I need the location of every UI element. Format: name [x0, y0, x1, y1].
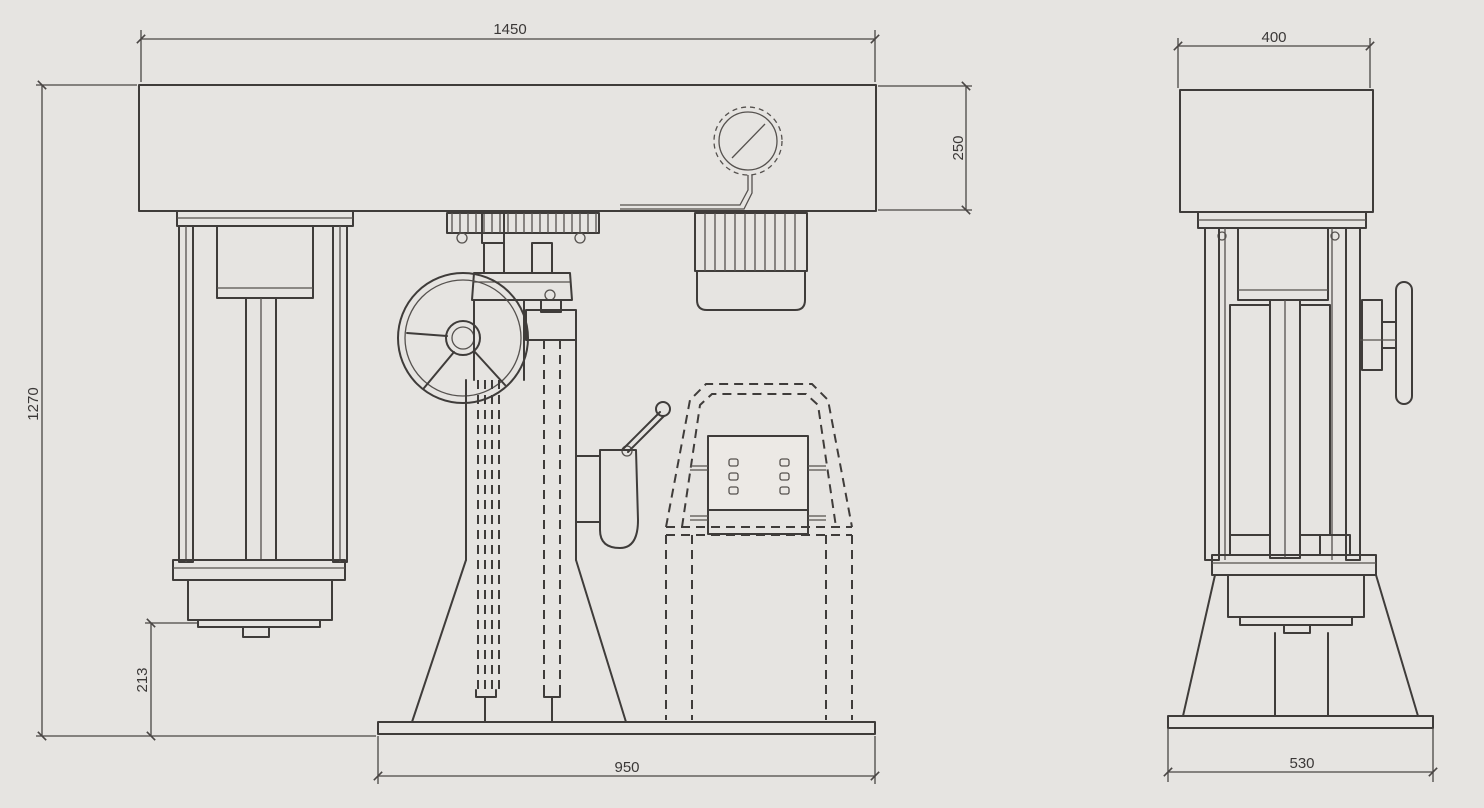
pressure-gauge [620, 106, 783, 210]
dim-total-width: 1450 [493, 21, 526, 38]
front-view [138, 84, 877, 735]
dim-side-width: 400 [1261, 29, 1286, 46]
dim-total-height: 1270 [25, 387, 42, 420]
valve-lever [575, 401, 671, 549]
hand-wheel [397, 272, 529, 404]
dimension-labels: 1450 250 1270 213 950 400 530 [25, 21, 1315, 776]
front-base-plate [377, 721, 876, 735]
dim-base-width: 950 [614, 759, 639, 776]
side-view [1167, 89, 1434, 729]
column-assembly [411, 299, 627, 723]
dim-side-base-width: 530 [1289, 755, 1314, 772]
control-cabinet [665, 383, 853, 720]
gear-rack [446, 212, 600, 301]
motor [694, 212, 808, 311]
dim-bottom-clearance: 213 [134, 667, 151, 692]
control-buttons [728, 458, 790, 495]
dimension-lines [36, 30, 1438, 784]
dim-box-height: 250 [950, 135, 967, 160]
side-base-plate [1167, 715, 1434, 729]
side-top-housing [1179, 89, 1374, 213]
side-hand-wheel [1360, 281, 1413, 405]
top-housing [138, 84, 877, 212]
left-cylinder-unit [172, 210, 354, 638]
